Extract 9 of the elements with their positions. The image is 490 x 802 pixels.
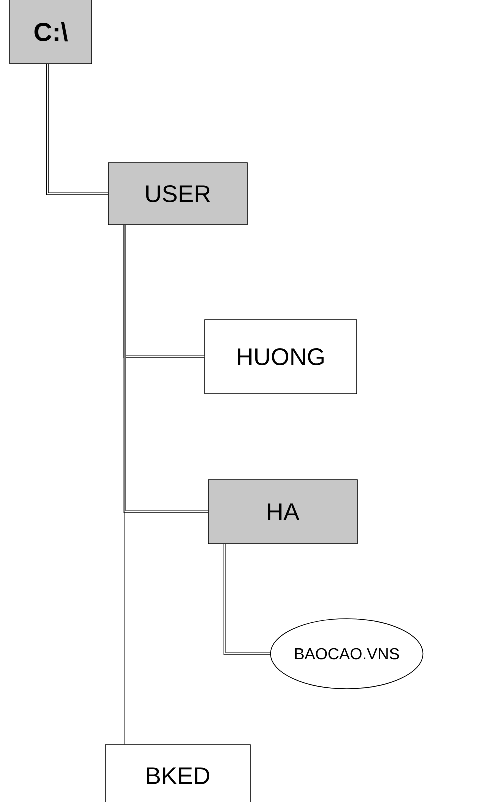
connector-line [124,225,208,514]
folder-box: BKED [105,744,251,802]
folder-box: USER [108,162,248,226]
folder-box: HUONG [204,320,358,394]
folder-box: HA [208,480,358,544]
connector-line [124,225,126,745]
folder-box: C:\ [10,0,92,64]
connector-line [224,544,270,656]
connector-line [46,64,108,196]
